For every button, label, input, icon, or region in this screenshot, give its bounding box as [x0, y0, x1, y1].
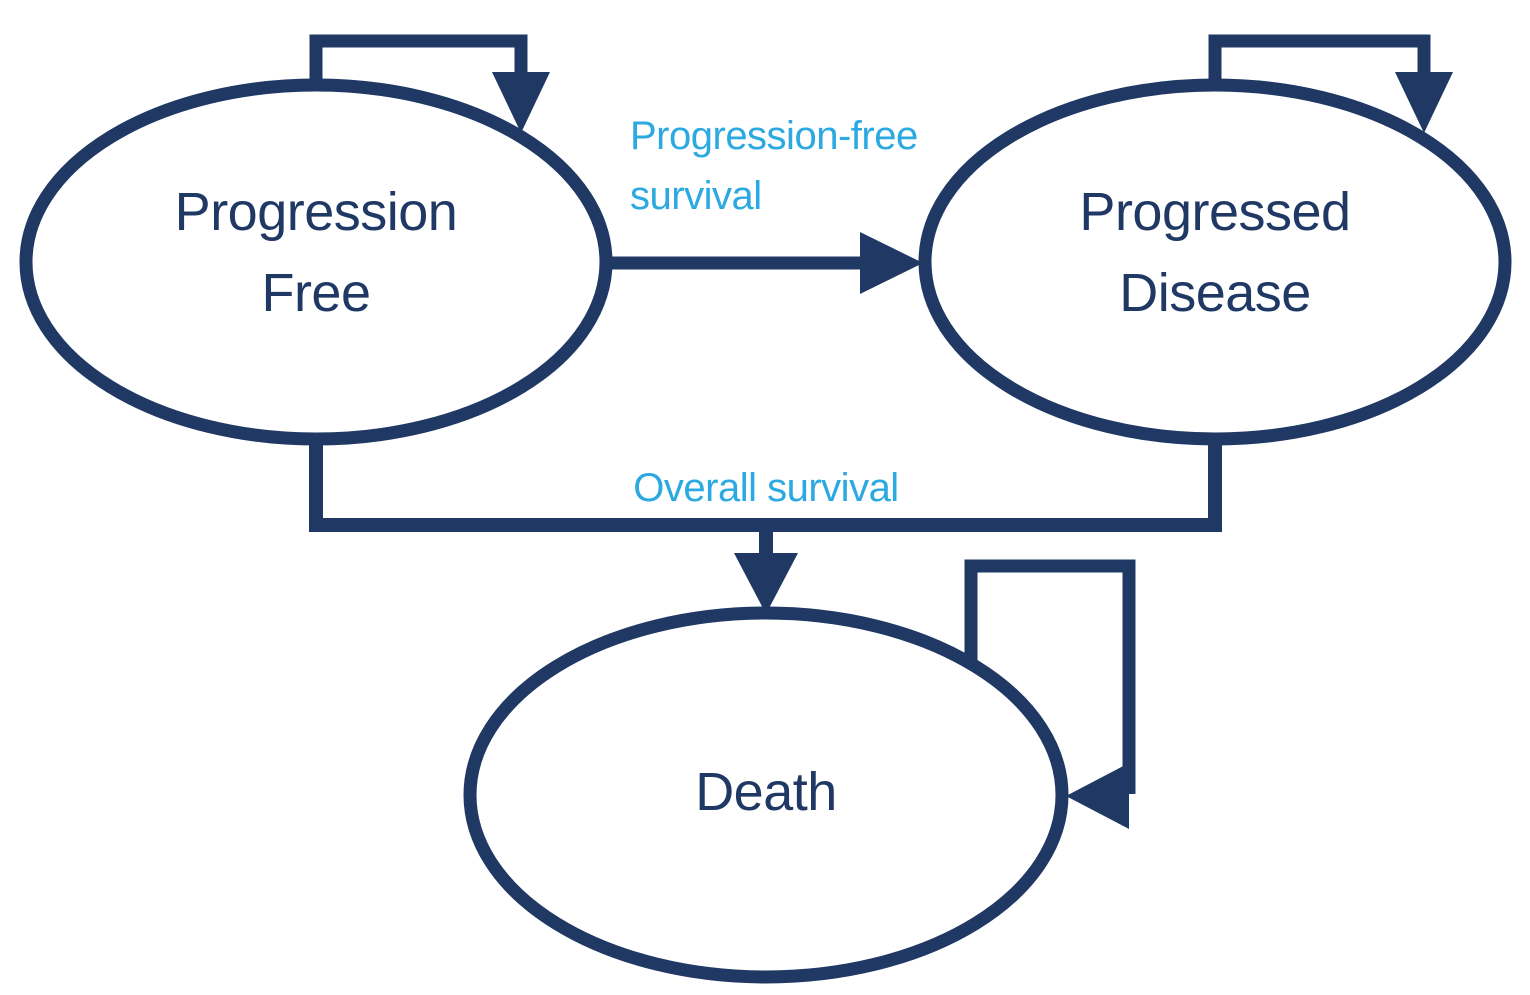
state-progression-free-label: Progression Free [174, 182, 458, 323]
self-loop-death-arrowhead-icon [1066, 763, 1129, 829]
self-loop-progressed-disease-arrowhead-icon [1395, 72, 1453, 133]
edge-overall-survival-arrowhead-icon [734, 553, 798, 614]
edge-progression-free-survival-arrowhead-icon [860, 232, 923, 294]
edge-overall-survival-connector [309, 436, 1222, 532]
state-death-ellipse [463, 606, 1069, 984]
self-loop-progressed-disease [1208, 34, 1431, 92]
state-progression-free-ellipse [19, 78, 613, 446]
edge-label-progression-free-survival: Progression-free survival [630, 114, 918, 218]
self-loop-progression-free-arrowhead-icon [492, 72, 550, 133]
state-progressed-disease-ellipse [918, 78, 1512, 446]
state-progressed-disease-label: Progressed Disease [1079, 182, 1351, 323]
self-loop-death [964, 559, 1136, 794]
edge-label-overall-survival: Overall survival [633, 466, 899, 510]
self-loop-progression-free [309, 34, 528, 92]
state-death-label: Death [695, 762, 837, 822]
